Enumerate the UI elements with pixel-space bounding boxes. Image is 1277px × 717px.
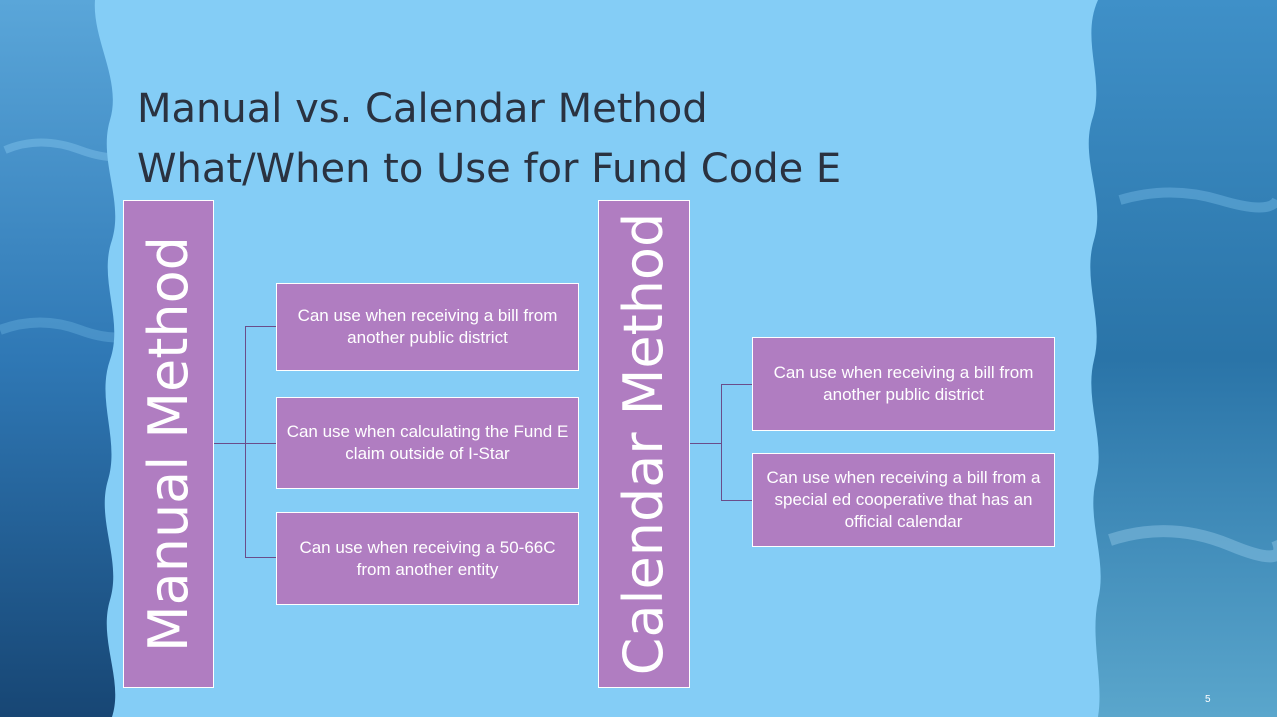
manual-method-bar: Manual Method	[123, 200, 214, 688]
manual-connector-branch-3	[245, 557, 276, 558]
calendar-method-label: Calendar Method	[612, 212, 675, 676]
calendar-connector-branch-1	[721, 384, 752, 385]
calendar-connector-branch-2	[721, 500, 752, 501]
manual-connector-branch-2	[245, 443, 276, 444]
manual-item-1: Can use when receiving a bill from anoth…	[276, 283, 579, 371]
manual-connector-branch-1	[245, 326, 276, 327]
calendar-item-1: Can use when receiving a bill from anoth…	[752, 337, 1055, 431]
calendar-connector-stem	[690, 443, 721, 444]
calendar-connector-spine	[721, 384, 722, 500]
slide-title-line-2: What/When to Use for Fund Code E	[137, 146, 842, 192]
manual-connector-spine	[245, 326, 246, 557]
slide-number: 5	[1205, 694, 1211, 705]
calendar-item-2: Can use when receiving a bill from a spe…	[752, 453, 1055, 547]
manual-connector-stem	[214, 443, 245, 444]
slide-title-line-1: Manual vs. Calendar Method	[137, 86, 708, 132]
calendar-method-bar: Calendar Method	[598, 200, 690, 688]
manual-item-3: Can use when receiving a 50-66C from ano…	[276, 512, 579, 605]
manual-method-label: Manual Method	[136, 236, 200, 652]
manual-item-2: Can use when calculating the Fund E clai…	[276, 397, 579, 489]
